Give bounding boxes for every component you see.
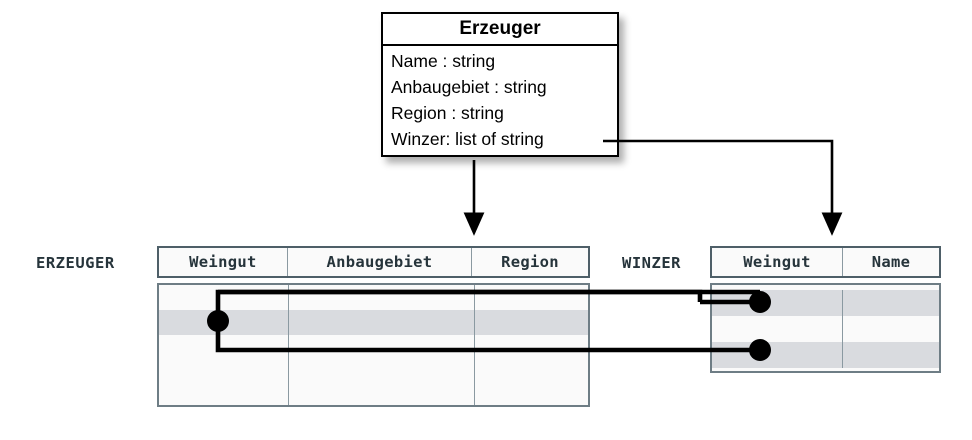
cell-name bbox=[843, 342, 935, 368]
table-erzeuger[interactable]: Weingut Anbaugebiet Region bbox=[157, 246, 590, 407]
winzer-mapping-arrow bbox=[603, 139, 843, 236]
cell-weingut bbox=[712, 290, 843, 316]
uml-class-erzeuger[interactable]: Erzeuger Name : string Anbaugebiet : str… bbox=[381, 12, 619, 157]
cell-weingut bbox=[159, 335, 289, 360]
cell-weingut bbox=[159, 360, 289, 405]
table-winzer[interactable]: Weingut Name bbox=[710, 246, 941, 373]
uml-attribute-anbaugebiet: Anbaugebiet : string bbox=[391, 77, 547, 97]
cell-region bbox=[475, 310, 588, 335]
cell-weingut bbox=[712, 316, 843, 342]
table-winzer-header-row: Weingut Name bbox=[710, 246, 941, 278]
cell-name bbox=[843, 290, 935, 316]
cell-weingut bbox=[159, 285, 289, 310]
table-label-winzer: WINZER bbox=[622, 254, 681, 272]
table-label-erzeuger: ERZEUGER bbox=[36, 254, 115, 272]
cell-region bbox=[475, 360, 588, 405]
cell-weingut bbox=[159, 310, 289, 335]
column-header-region: Region bbox=[501, 253, 559, 271]
cell-weingut bbox=[712, 342, 843, 368]
column-header-weingut: Weingut bbox=[159, 248, 288, 276]
table-erzeuger-header-row: Weingut Anbaugebiet Region bbox=[157, 246, 590, 278]
cell-anbaugebiet bbox=[289, 310, 475, 335]
column-header-name: Name bbox=[871, 253, 911, 271]
table-row[interactable] bbox=[712, 342, 939, 368]
cell-anbaugebiet bbox=[289, 360, 475, 405]
table-row[interactable] bbox=[159, 335, 588, 360]
table-row[interactable] bbox=[712, 316, 939, 342]
uml-attribute-list: Name : string Anbaugebiet : string Regio… bbox=[383, 46, 617, 155]
uml-attribute-region: Region : string bbox=[391, 103, 504, 123]
table-row[interactable] bbox=[159, 285, 588, 310]
table-row[interactable] bbox=[159, 360, 588, 405]
column-header-weingut: Weingut bbox=[712, 248, 843, 276]
cell-region bbox=[475, 285, 588, 310]
column-header-anbaugebiet: Anbaugebiet bbox=[288, 248, 473, 276]
uml-class-title: Erzeuger bbox=[383, 14, 617, 46]
table-row[interactable] bbox=[159, 310, 588, 335]
cell-name bbox=[843, 316, 935, 342]
uml-attribute-winzer: Winzer: list of string bbox=[391, 129, 544, 149]
uml-attribute-name: Name : string bbox=[391, 51, 496, 71]
table-winzer-body bbox=[710, 283, 941, 373]
cell-anbaugebiet bbox=[289, 285, 475, 310]
table-row[interactable] bbox=[712, 290, 939, 316]
cell-anbaugebiet bbox=[289, 335, 475, 360]
cell-region bbox=[475, 335, 588, 360]
table-erzeuger-body bbox=[157, 283, 590, 407]
